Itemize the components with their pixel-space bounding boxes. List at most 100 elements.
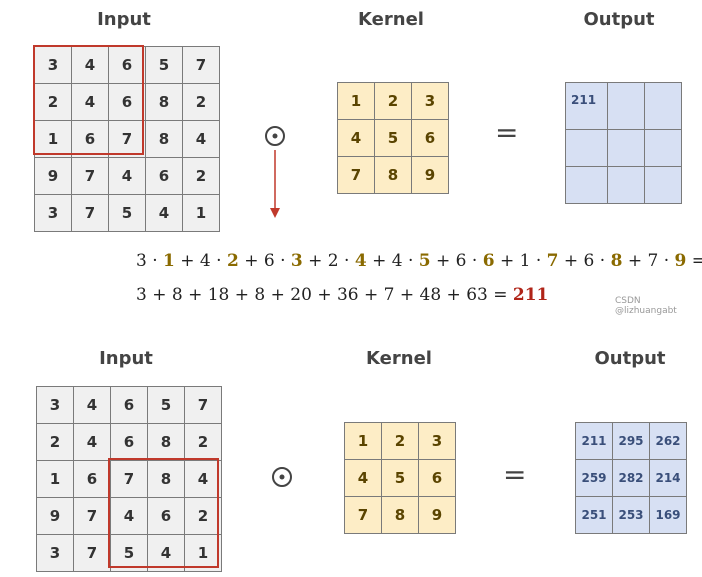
- top-input-cell: 2: [182, 157, 220, 195]
- top-kernel-cell: 6: [411, 119, 449, 157]
- equation-sum-terms: 3 + 8 + 18 + 8 + 20 + 36 + 7 + 48 + 63 =: [136, 285, 513, 305]
- top-input-cell: 7: [182, 46, 220, 84]
- bottom-output-cell: 259: [575, 459, 613, 497]
- top-input-cell: 6: [108, 83, 146, 121]
- equation-line-2: 3 + 8 + 18 + 8 + 20 + 36 + 7 + 48 + 63 =…: [136, 285, 548, 305]
- top-kernel-cell: 3: [411, 82, 449, 120]
- kernel-weight-term: 9: [674, 251, 687, 271]
- bottom-input-cell: 4: [73, 423, 111, 461]
- input-term: =: [691, 251, 702, 271]
- bottom-kernel-cell: 8: [381, 496, 419, 534]
- bottom-input-cell: 2: [184, 497, 222, 535]
- bottom-kernel-cell: 9: [418, 496, 456, 534]
- input-term: + 4 ·: [366, 251, 419, 271]
- top-input-cell: 7: [71, 194, 109, 232]
- bottom-input-title: Input: [99, 348, 153, 369]
- bottom-input-cell: 6: [110, 386, 148, 424]
- input-term: + 7 ·: [622, 251, 675, 271]
- input-term: + 6 ·: [238, 251, 291, 271]
- kernel-weight-term: 3: [290, 251, 303, 271]
- watermark: CSDN @lizhuangabt: [615, 296, 677, 316]
- down-arrow-icon: [270, 150, 280, 218]
- bottom-output-cell: 169: [649, 496, 687, 534]
- top-equals-sign: =: [495, 116, 519, 149]
- top-kernel-cell: 8: [374, 156, 412, 194]
- bottom-input-cell: 5: [147, 386, 185, 424]
- top-output-cell: [644, 129, 682, 167]
- kernel-weight-term: 6: [482, 251, 495, 271]
- top-input-cell: 8: [145, 120, 183, 158]
- bottom-input-cell: 1: [36, 460, 74, 498]
- top-kernel-title: Kernel: [358, 9, 424, 30]
- bottom-kernel-cell: 2: [381, 422, 419, 460]
- bottom-output-cell: 262: [649, 422, 687, 460]
- bottom-kernel-cell: 4: [344, 459, 382, 497]
- top-input-cell: 1: [182, 194, 220, 232]
- top-output-cell: [644, 166, 682, 204]
- top-input-cell: 4: [108, 157, 146, 195]
- bottom-output-cell: 211: [575, 422, 613, 460]
- kernel-weight-term: 8: [610, 251, 623, 271]
- top-receptive-field-highlight: [33, 45, 144, 155]
- input-term: + 6 ·: [558, 251, 611, 271]
- hadamard-operator-icon: [265, 126, 285, 146]
- bottom-input-cell: 7: [73, 497, 111, 535]
- bottom-kernel-cell: 3: [418, 422, 456, 460]
- top-output-cell: 211: [565, 82, 608, 130]
- bottom-input-cell: 7: [184, 386, 222, 424]
- equation-line-1: 3 · 1 + 4 · 2 + 6 · 3 + 2 · 4 + 4 · 5 + …: [136, 251, 702, 271]
- bottom-output-cell: 282: [612, 459, 650, 497]
- top-input-cell: 1: [34, 120, 72, 158]
- top-input-title: Input: [97, 9, 151, 30]
- top-output-row: [565, 129, 682, 167]
- top-input-cell: 4: [145, 194, 183, 232]
- bottom-kernel-cell: 1: [344, 422, 382, 460]
- top-input-cell: 7: [108, 120, 146, 158]
- bottom-kernel-cell: 7: [344, 496, 382, 534]
- top-output-cell: [607, 82, 645, 130]
- bottom-input-cell: 2: [184, 423, 222, 461]
- top-output-cell: [565, 129, 608, 167]
- bottom-input-cell: 8: [147, 423, 185, 461]
- bottom-receptive-field-highlight: [108, 458, 219, 568]
- kernel-weight-term: 4: [354, 251, 367, 271]
- kernel-weight-term: 1: [163, 251, 175, 271]
- bottom-input-cell: 7: [110, 460, 148, 498]
- top-kernel-cell: 4: [337, 119, 375, 157]
- bottom-kernel-title: Kernel: [366, 348, 432, 369]
- input-term: + 2 ·: [302, 251, 355, 271]
- top-input-cell: 8: [145, 83, 183, 121]
- top-output-row: 211: [565, 82, 682, 130]
- top-kernel-cell: 5: [374, 119, 412, 157]
- bottom-output-title: Output: [594, 348, 666, 369]
- kernel-weight-term: 5: [418, 251, 431, 271]
- top-output-cell: [644, 82, 682, 130]
- bottom-input-cell: 6: [110, 423, 148, 461]
- top-input-cell: 2: [182, 83, 220, 121]
- bottom-kernel-cell: 6: [418, 459, 456, 497]
- top-output-cell: [607, 129, 645, 167]
- bottom-input-cell: 1: [184, 534, 222, 572]
- input-term: + 6 ·: [430, 251, 483, 271]
- bottom-input-cell: 4: [184, 460, 222, 498]
- top-input-cell: 5: [145, 46, 183, 84]
- top-output-cell: [607, 166, 645, 204]
- top-input-cell: 7: [71, 157, 109, 195]
- bottom-output-cell: 251: [575, 496, 613, 534]
- input-term: + 1 ·: [494, 251, 547, 271]
